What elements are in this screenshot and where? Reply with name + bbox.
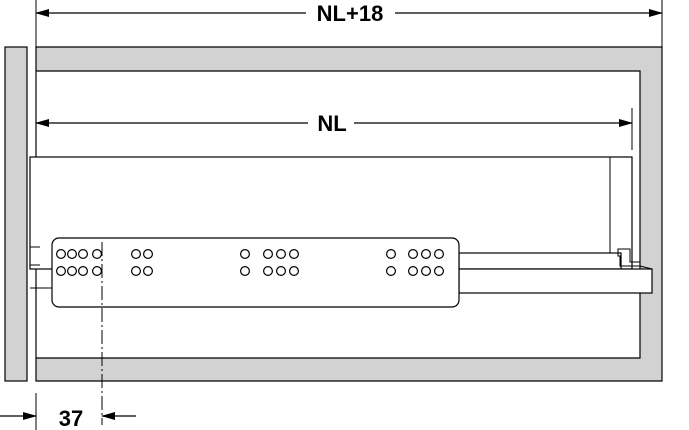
dimension-37: 37 <box>0 406 136 430</box>
dimension-label-nominal: NL <box>317 111 346 136</box>
front-panel <box>4 46 28 382</box>
dimension-nl-plus-18: NL+18 <box>35 1 663 26</box>
dimension-label-hole-offset: 37 <box>59 406 83 430</box>
slide-runner-body <box>51 237 460 308</box>
runner-rail <box>458 248 653 294</box>
dimension-label-outer: NL+18 <box>317 1 384 26</box>
mounting-holes <box>55 249 445 277</box>
dimension-nl: NL <box>35 111 633 136</box>
